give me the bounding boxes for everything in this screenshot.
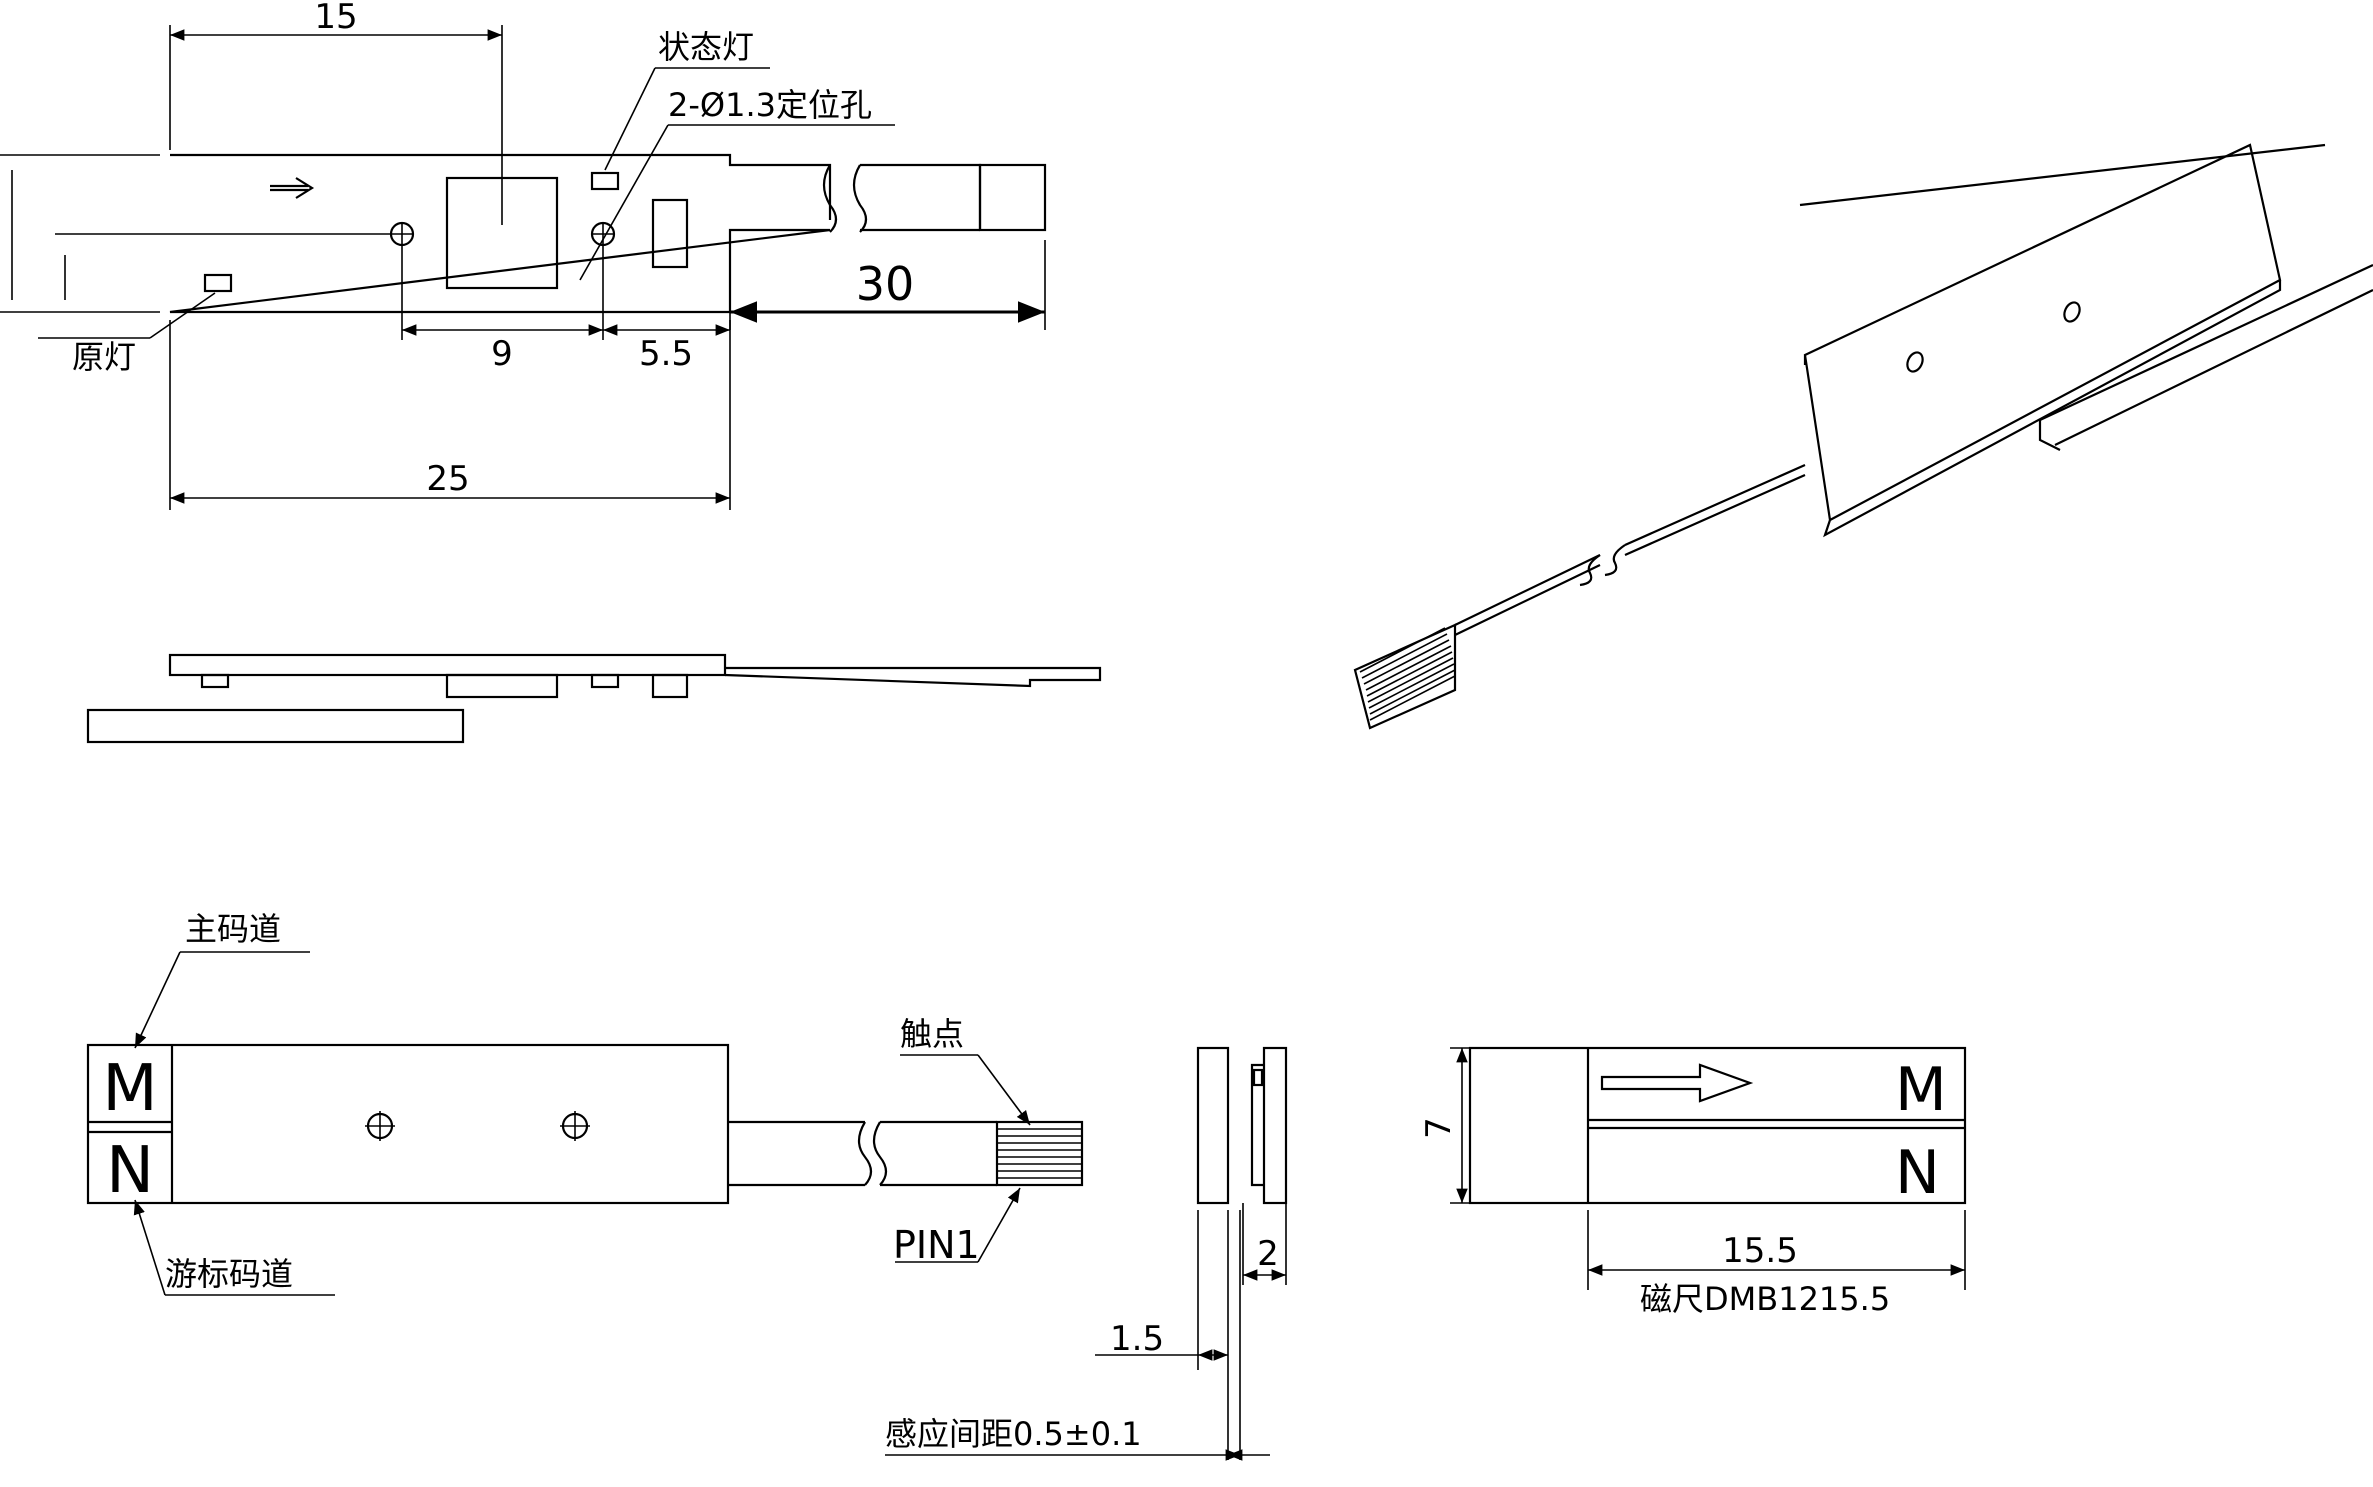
vernier-track-label: 游标码道 <box>165 1255 293 1293</box>
track-m-letter: M <box>102 1052 157 1126</box>
iso-hole-2 <box>2063 301 2081 323</box>
dim-2-label: 2 <box>1257 1234 1279 1274</box>
top-view: 15 30 9 5.5 25 状态灯 2-Ø1.3定位孔 原灯 <box>0 0 1047 510</box>
isometric-view <box>1353 143 2373 730</box>
side-pcb <box>168 653 727 677</box>
dim-15-5-label: 15.5 <box>1722 1231 1798 1271</box>
dim-7-label: 7 <box>1419 1117 1459 1139</box>
end-scale <box>1196 1046 1230 1205</box>
end-view: 2 1.5 感应间距0.5±0.1 <box>885 1046 1288 1461</box>
main-track-label: 主码道 <box>185 910 281 948</box>
side-cable <box>724 666 1102 688</box>
side-led-left <box>200 673 230 689</box>
sensing-gap-label: 感应间距0.5±0.1 <box>885 1415 1142 1453</box>
connector-block <box>651 198 689 269</box>
dim-5-5-label: 5.5 <box>639 334 693 374</box>
status-led <box>590 171 620 191</box>
locating-holes-label: 2-Ø1.3定位孔 <box>668 86 872 124</box>
iso-sensor-body <box>1803 143 2282 538</box>
iso-scale-top <box>1799 143 2326 207</box>
side-led-right <box>590 673 620 689</box>
cable-break-left <box>822 164 838 233</box>
iso-cable-break <box>1579 544 1626 587</box>
bottom-body <box>86 1043 730 1205</box>
side-connector <box>651 673 689 699</box>
side-magnetic-scale <box>86 708 465 744</box>
iso-flex-tail <box>1353 623 1457 730</box>
direction-arrow-icon <box>270 177 315 199</box>
cable-break-right <box>852 164 868 233</box>
scale-n-letter: N <box>1895 1138 1940 1208</box>
track-n-letter: N <box>106 1134 154 1208</box>
bottom-view: M N 主码道 游标码道 <box>86 910 1084 1296</box>
scale-view: M N 7 15.5 磁尺DMB1215.5 <box>1419 1046 1967 1318</box>
scale-model-label: 磁尺DMB1215.5 <box>1640 1280 1890 1318</box>
scale-body <box>1468 1046 1967 1205</box>
power-led-label: 原灯 <box>72 338 136 376</box>
status-led-label: 状态灯 <box>658 28 754 66</box>
dim-25-label: 25 <box>426 459 469 499</box>
iso-contacts <box>1359 627 1456 721</box>
end-pcb <box>1262 1046 1288 1205</box>
dim-9-label: 9 <box>491 334 513 374</box>
iso-cable <box>1454 463 1806 636</box>
dim-1-5-label: 1.5 <box>1110 1319 1164 1359</box>
power-led <box>203 273 233 293</box>
iso-scale-edge <box>2038 420 2061 451</box>
dim-30-label: 30 <box>856 257 915 311</box>
dim-15-label: 15 <box>314 0 357 37</box>
bottom-contacts <box>995 1120 1084 1187</box>
scale-m-letter: M <box>1895 1055 1947 1125</box>
pin1-label: PIN1 <box>893 1223 980 1267</box>
cable-end-connector <box>978 163 1047 232</box>
iso-hole-1 <box>1906 351 1924 373</box>
contacts-label: 触点 <box>900 1015 964 1053</box>
side-chip <box>445 673 559 699</box>
bottom-cable <box>728 1120 997 1187</box>
side-view <box>86 653 1102 744</box>
iso-scale-lower <box>2039 264 2373 446</box>
scale-arrow-icon <box>1600 1063 1754 1103</box>
